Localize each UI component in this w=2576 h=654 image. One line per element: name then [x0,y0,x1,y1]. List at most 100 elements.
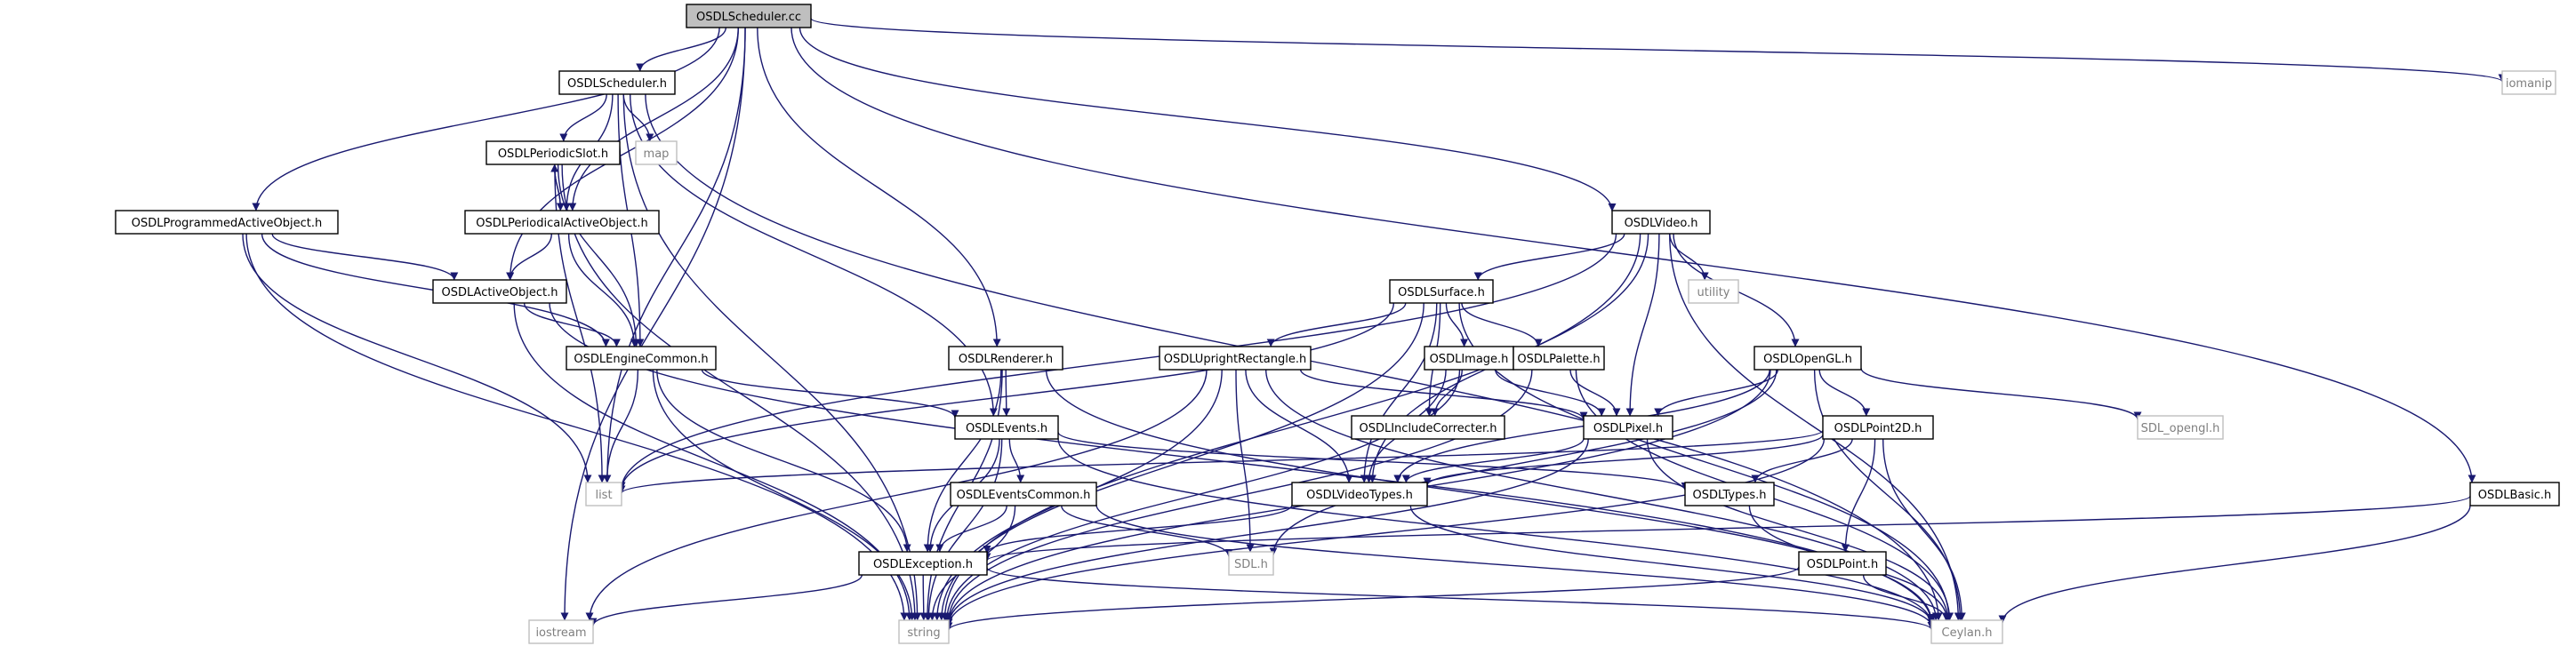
edge-point2d-to-types [1751,438,1853,483]
node-box [2469,482,2560,506]
node-label: OSDLScheduler.h [567,77,667,91]
node-periodical-ao[interactable]: OSDLPeriodicalActiveObject.h [464,210,660,235]
node-label: OSDLPalette.h [1517,353,1600,366]
node-prog-ao[interactable]: OSDLProgrammedActiveObject.h [115,210,339,235]
node-palette[interactable]: OSDLPalette.h [1513,346,1605,371]
node-label: OSDLScheduler.cc [696,11,801,24]
node-box [2501,70,2556,95]
node-utility[interactable]: utility [1688,279,1739,304]
edge-point2d-to-ceylan [1882,438,1966,621]
edge-opengl-to-ceylan [1813,369,1964,621]
edge-events-to-events-common [1008,438,1025,483]
node-engine-common[interactable]: OSDLEngineCommon.h [566,346,717,371]
node-periodic-slot[interactable]: OSDLPeriodicSlot.h [486,140,621,165]
node-label: OSDLPoint2D.h [1834,422,1922,435]
node-box [585,482,622,506]
node-string[interactable]: string [898,619,950,644]
node-upright-rect[interactable]: OSDLUprightRectangle.h [1159,346,1312,371]
node-image[interactable]: OSDLImage.h [1424,346,1514,371]
node-sdl-opengl[interactable]: SDL_opengl.h [2137,415,2224,440]
edge-root-to-prog-ao [252,27,720,211]
node-point[interactable]: OSDLPoint.h [1798,551,1887,576]
node-box [1583,415,1673,440]
node-renderer[interactable]: OSDLRenderer.h [948,346,1063,371]
edge-root-to-basic [790,27,2476,483]
edge-video-to-list [617,233,1617,490]
edge-upright-rect-to-video-types [1245,369,1353,483]
edge-root-to-video [798,27,1617,212]
edge-basic-to-ceylan [1998,505,2471,624]
edge-root-to-renderer [757,27,1001,347]
node-video[interactable]: OSDLVideo.h [1611,210,1711,235]
node-box [1611,210,1711,235]
edge-sched-h-to-periodic-slot [559,93,607,142]
node-label: OSDLTypes.h [1693,489,1767,502]
node-types[interactable]: OSDLTypes.h [1684,482,1775,506]
edge-upright-rect-to-ceylan [1265,369,1940,621]
node-box [115,210,339,235]
node-basic[interactable]: OSDLBasic.h [2469,482,2560,506]
node-label: map [644,148,670,161]
edge-upright-rect-to-iostream [585,369,1208,621]
node-box [528,619,594,644]
edge-periodical-ao-to-periodic-slot [550,164,561,211]
node-label: SDL_opengl.h [2141,422,2220,435]
node-sched-h[interactable]: OSDLScheduler.h [558,70,676,95]
edge-prog-ao-to-active-obj [271,233,459,281]
node-active-obj[interactable]: OSDLActiveObject.h [432,279,567,304]
node-list[interactable]: list [585,482,622,506]
node-box [1228,551,1274,576]
node-root[interactable]: OSDLScheduler.cc [686,4,812,28]
node-box [954,415,1059,440]
node-box [686,4,812,28]
edge-basic-to-exception [983,495,2471,562]
node-video-types[interactable]: OSDLVideoTypes.h [1291,482,1428,506]
node-opengl[interactable]: OSDLOpenGL.h [1753,346,1862,371]
node-box [558,70,676,95]
node-events-common[interactable]: OSDLEventsCommon.h [950,482,1097,506]
edge-surface-to-upright-rect [1266,302,1407,347]
node-box [950,482,1097,506]
node-include-corr[interactable]: OSDLIncludeCorrecter.h [1351,415,1505,440]
edge-renderer-to-exception [923,369,1002,553]
node-box [1753,346,1862,371]
node-iostream[interactable]: iostream [528,619,594,644]
edge-prog-ao-to-list [242,233,592,483]
node-box [1798,551,1887,576]
edge-surface-to-list [617,302,1394,490]
edge-point2d-to-video-types [1423,434,1824,486]
node-label: list [595,489,612,502]
node-point2d[interactable]: OSDLPoint2D.h [1822,415,1934,440]
node-iomanip[interactable]: iomanip [2501,70,2556,95]
node-label: OSDLBasic.h [2478,489,2552,502]
node-label: OSDLException.h [873,558,973,571]
node-surface[interactable]: OSDLSurface.h [1389,279,1494,304]
edge-root-to-list [603,27,746,483]
edge-pixel-to-ceylan [1646,438,1952,621]
edge-events-common-to-sdl-h [1061,505,1233,557]
edge-opengl-to-point2d [1818,369,1871,417]
node-pixel[interactable]: OSDLPixel.h [1583,415,1673,440]
node-ceylan[interactable]: Ceylan.h [1930,619,2003,644]
node-label: OSDLRenderer.h [959,353,1053,366]
node-box [1684,482,1775,506]
edge-events-common-to-exception [935,505,1007,553]
edge-root-to-sched-h [636,27,726,72]
node-label: OSDLPeriodicalActiveObject.h [476,217,648,230]
edge-active-obj-to-engine-common [523,302,621,347]
edge-video-types-to-exception [983,504,1293,554]
node-exception[interactable]: OSDLException.h [858,551,988,576]
edge-prog-ao-to-string [245,233,909,621]
edge-exception-to-iostream [589,574,863,626]
node-label: OSDLUprightRectangle.h [1164,353,1307,366]
edge-engine-common-to-list [603,369,639,483]
node-map[interactable]: map [635,140,678,165]
edge-video-to-surface [1473,233,1625,281]
node-label: OSDLProgrammedActiveObject.h [132,217,322,230]
edge-opengl-to-pixel [1654,369,1778,417]
node-sdl-h[interactable]: SDL.h [1228,551,1274,576]
node-label: OSDLImage.h [1430,353,1509,366]
node-events[interactable]: OSDLEvents.h [954,415,1059,440]
node-label: OSDLEventsCommon.h [957,489,1091,502]
